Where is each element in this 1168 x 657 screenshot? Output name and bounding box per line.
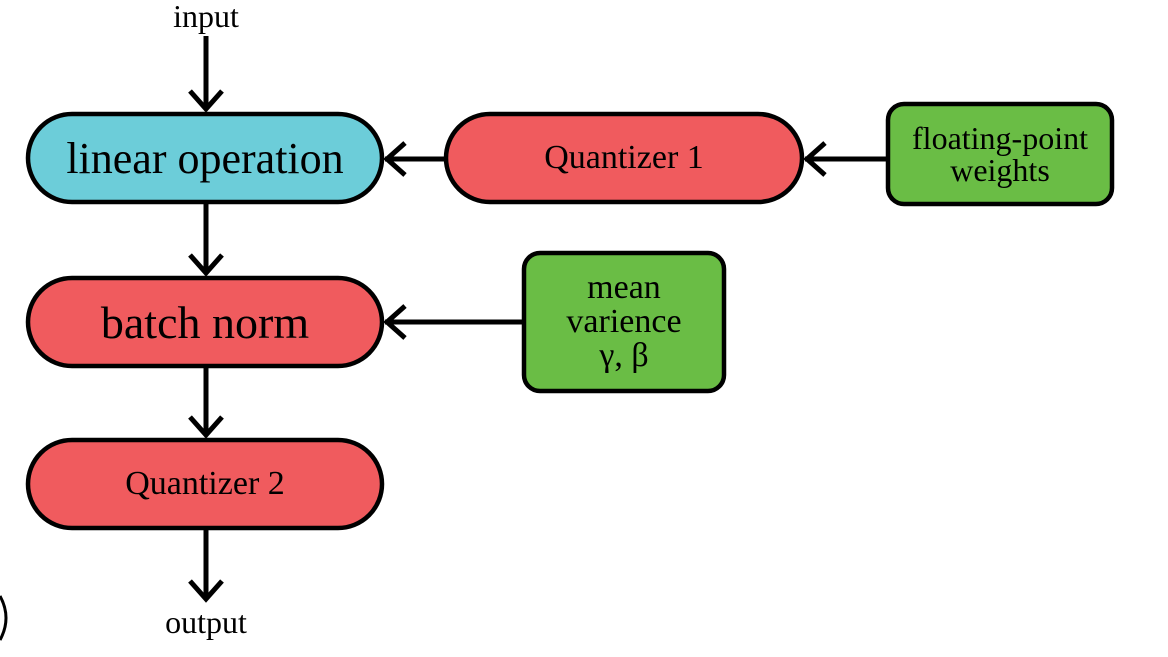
arrowhead-input xyxy=(188,89,224,113)
arrowhead-batchnorm xyxy=(188,253,224,277)
bn-params-node xyxy=(521,250,727,394)
arrowhead-linear xyxy=(383,141,407,177)
output-label: output xyxy=(165,603,247,640)
arrowhead-output xyxy=(188,579,224,603)
bn-params-line-varience: varience xyxy=(566,303,682,340)
input-label: input xyxy=(173,0,239,34)
batch-norm-node xyxy=(25,275,385,369)
linear-operation-node xyxy=(25,111,385,205)
linear-operation-label: linear operation xyxy=(66,133,344,183)
arrowhead-quantizer1 xyxy=(803,141,827,177)
quantizer-1-node xyxy=(443,111,805,205)
cropped-parenthesis-mark xyxy=(0,595,8,641)
arrowhead-batchnorm-side xyxy=(383,304,407,340)
bn-params-line-mean: mean xyxy=(587,269,661,306)
bn-params-label: mean varience γ, β xyxy=(524,253,724,391)
floating-point-weights-line-1: floating-point xyxy=(912,120,1088,156)
quantizer-2-node xyxy=(25,437,385,531)
floating-point-weights-label: floating-point weights xyxy=(888,104,1112,204)
arrowhead-quantizer2 xyxy=(188,415,224,439)
batch-norm-label: batch norm xyxy=(100,296,310,348)
floating-point-weights-node xyxy=(885,101,1115,207)
bn-params-line-gamma-beta: γ, β xyxy=(599,337,649,374)
quantizer-2-label: Quantizer 2 xyxy=(125,465,285,502)
floating-point-weights-line-2: weights xyxy=(950,152,1050,188)
quantizer-1-label: Quantizer 1 xyxy=(544,139,704,176)
